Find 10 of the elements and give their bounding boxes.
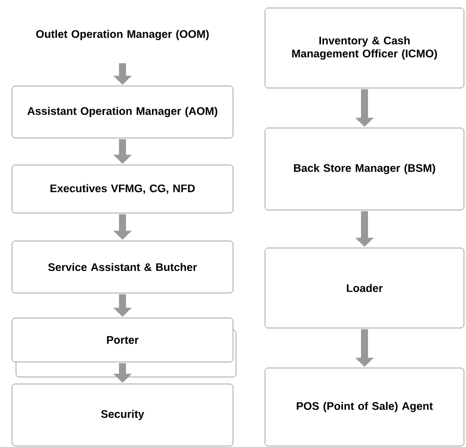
process-box: Executives VFMG, CG, NFD xyxy=(12,164,234,214)
process-box: Security xyxy=(12,384,234,446)
process-box: Inventory & Cash Management Officer (ICMO) xyxy=(264,8,464,88)
process-box: POS (Point of Sale) Agent xyxy=(264,368,464,446)
process-box: Assistant Operation Manager (AOM) xyxy=(12,86,234,138)
process-box: Back Store Manager (BSM) xyxy=(264,128,464,210)
role-label: Outlet Operation Manager (OOM) xyxy=(36,30,209,40)
process-box: Service Assistant & Butcher xyxy=(12,240,234,294)
process-box: Loader xyxy=(264,248,464,328)
process-box: Porter xyxy=(12,318,234,362)
